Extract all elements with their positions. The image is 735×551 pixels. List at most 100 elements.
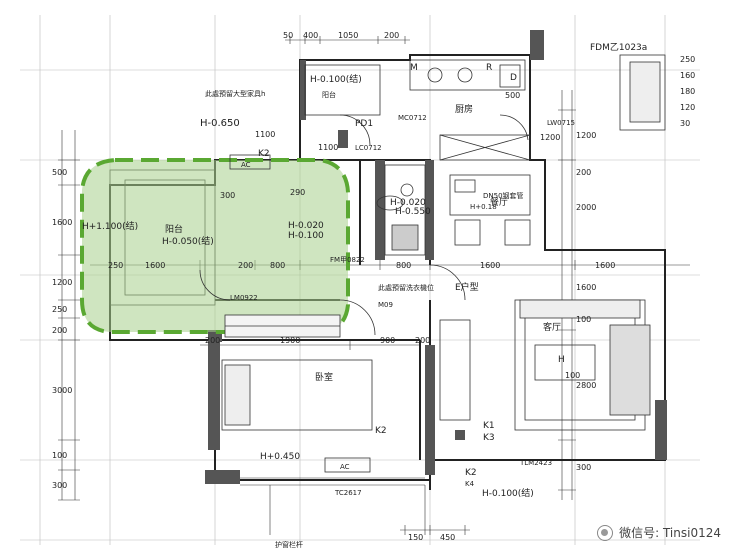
left-dimension-chain: [58, 130, 80, 501]
dining-label: 餐厅: [490, 196, 508, 208]
k1-code: K1: [483, 421, 495, 431]
level-h11: H+0.18: [470, 203, 497, 211]
living-furniture: [439, 299, 651, 431]
highlighted-balcony-zone: [80, 158, 351, 334]
bedroom-label: 卧室: [315, 371, 333, 383]
dim-300a: 300: [220, 191, 235, 200]
dining-table: [449, 174, 531, 246]
kitchen-label: 厨房: [455, 103, 473, 115]
wechat-icon: [597, 524, 614, 541]
left-dim-300: 300: [52, 481, 67, 490]
dimension-texts: 50 400 1050 200 500 1100 300 290 250 160…: [52, 31, 695, 542]
left-dim-1200: 1200: [52, 278, 72, 287]
dim-900: 900: [380, 336, 395, 345]
r-mark: R: [486, 63, 492, 73]
tc2617-code: TC2617: [334, 489, 362, 497]
dim-290: 290: [290, 188, 305, 197]
balcony-west-label: 阳台: [165, 223, 183, 235]
level-h3: H+1.100(结): [82, 220, 138, 232]
north-balcony-outline: [304, 54, 666, 131]
kitchen-fixtures: [409, 59, 531, 161]
ac-units: [229, 154, 371, 473]
dim-1600b: 1600: [480, 261, 500, 270]
m09-code: M09: [378, 301, 393, 309]
level-h10: H-0.550: [395, 207, 431, 217]
k3-code: K3: [483, 433, 495, 443]
dim-150: 150: [408, 533, 423, 542]
solid-columns: [205, 30, 667, 484]
watermark-text: 微信号: Tinsi0124: [619, 526, 721, 540]
dim-500: 500: [505, 91, 520, 100]
right-dim-200: 200: [576, 168, 591, 177]
d-mark: D: [510, 73, 517, 83]
left-dim-200: 200: [52, 326, 67, 335]
level-h2: H-0.650: [200, 118, 240, 129]
m-mark: M: [410, 63, 418, 73]
fdm-label: FDM乙1023a: [590, 42, 647, 53]
right-dim-300: 300: [576, 463, 591, 472]
level-h8: H-0.100(结): [482, 487, 534, 499]
unit-type-label: E户型: [455, 281, 479, 293]
right-dimension-chain: [558, 90, 576, 500]
dim-200b: 200: [238, 261, 253, 270]
tr-dim-180: 180: [680, 87, 695, 96]
top-dimension-chain: [285, 36, 410, 44]
dim-200d: 200: [415, 336, 430, 345]
k4-code: K4: [465, 480, 475, 488]
tr-dim-120: 120: [680, 103, 695, 112]
level-h6: H-0.100: [288, 231, 324, 241]
right-dim-2000: 2000: [576, 203, 596, 212]
dn-sleeve-label: DN50钢套管: [483, 191, 524, 200]
tr-dim-30: 30: [680, 119, 690, 128]
component-codes: PD1 LC0712 K2 K2 K1 K3 K2 K4 FM甲0822 M09…: [230, 63, 575, 497]
service-core: [376, 164, 426, 256]
left-dim-250: 250: [52, 305, 67, 314]
lc0712-code: LC0712: [355, 144, 382, 152]
balcony-north-label: 阳台: [322, 90, 336, 99]
level-h7: H-0.020: [390, 198, 426, 208]
v-dim-1100: 1100: [318, 143, 338, 152]
right-dim-1200: 1200: [576, 131, 596, 140]
furniture-note: 此處預留大型家具h: [205, 89, 265, 98]
living-room-label: 客厅: [543, 321, 561, 333]
bottom-dimension-chain: [400, 525, 470, 535]
railing-note: 护窗栏杆: [275, 540, 303, 549]
door-swings: [199, 114, 529, 336]
ac-label-bottom: AC: [340, 463, 350, 471]
right-dim-2800: 2800: [576, 381, 596, 390]
tlm2423-code: TLM2423: [519, 459, 552, 467]
dim-1050: 1050: [338, 31, 358, 40]
k2-code-c: K2: [465, 468, 477, 478]
dim-400: 400: [303, 31, 318, 40]
dim-250: 250: [108, 261, 123, 270]
left-dim-1600: 1600: [52, 218, 72, 227]
level-h9: H+0.450: [260, 452, 300, 462]
tr-dim-250: 250: [680, 55, 695, 64]
h-box-label: H: [558, 355, 565, 365]
bedroom-bed: [221, 314, 373, 431]
left-dim-500: 500: [52, 168, 67, 177]
fire-door-code: FM甲0822: [330, 256, 365, 264]
dim-800b: 800: [396, 261, 411, 270]
dim-450: 450: [440, 533, 455, 542]
dim-1600c: 1600: [595, 261, 615, 270]
pd1-code: PD1: [355, 119, 373, 129]
dim-50: 50: [283, 31, 293, 40]
dim-200c: 200: [205, 336, 220, 345]
watermark: 微信号: Tinsi0124: [597, 524, 721, 541]
v-dim-100: 100: [565, 371, 580, 380]
level-marks: H-0.100(结) H-0.650 H+1.100(结) H-0.050(结)…: [82, 73, 534, 499]
left-dim-3000: 3000: [52, 386, 72, 395]
k2-code-b: K2: [375, 426, 387, 436]
mc-code: MC0712: [398, 114, 427, 122]
dim-1100: 1100: [255, 130, 275, 139]
dim-800a: 800: [270, 261, 285, 270]
level-h5: H-0.020: [288, 221, 324, 231]
bottom-window: [240, 477, 426, 535]
laundry-note: 此處預留洗衣機位: [378, 283, 434, 292]
k2-code-a: K2: [258, 149, 270, 159]
lm-code: LM0922: [230, 294, 258, 302]
dim-200a: 200: [384, 31, 399, 40]
right-dim-1600: 1600: [576, 283, 596, 292]
